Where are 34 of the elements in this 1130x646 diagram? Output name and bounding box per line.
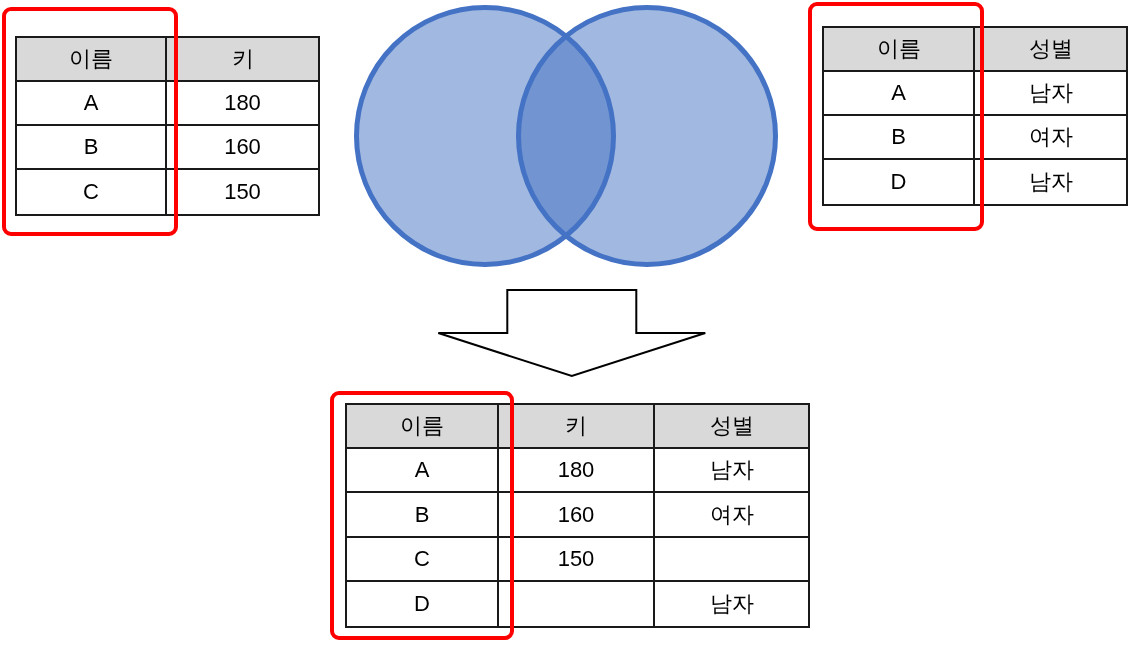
table-cell-text: 남자 xyxy=(708,590,755,618)
table-cell-text: 150 xyxy=(223,178,262,206)
header-cell: 키 xyxy=(499,405,655,449)
data-table xyxy=(345,403,810,628)
data-table xyxy=(15,36,320,216)
header-cell: 성별 xyxy=(655,405,808,449)
data-table xyxy=(822,26,1128,206)
block-arrow xyxy=(437,289,707,378)
table-cell: 160 xyxy=(499,493,655,538)
table-cell: B xyxy=(824,116,975,160)
table-cell: A xyxy=(17,82,167,126)
header-cell: 키 xyxy=(167,38,318,82)
header-cell: 성별 xyxy=(975,28,1126,72)
table-cell: D xyxy=(347,582,499,626)
table-cell: C xyxy=(347,538,499,582)
table-cell: 여자 xyxy=(975,116,1126,160)
table-cell: A xyxy=(347,449,499,493)
table-cell-text: 남자 xyxy=(1027,168,1074,196)
table-cell: 160 xyxy=(167,126,318,170)
table-cell: 여자 xyxy=(655,493,808,538)
table-cell: C xyxy=(17,170,167,214)
header-cell: 이름 xyxy=(347,405,499,449)
table-cell: 남자 xyxy=(655,449,808,493)
table-cell: 180 xyxy=(167,82,318,126)
venn-circle xyxy=(516,5,778,267)
table-cell: 150 xyxy=(499,538,655,582)
header-cell: 이름 xyxy=(824,28,975,72)
table-cell: D xyxy=(824,160,975,204)
table-cell: 남자 xyxy=(975,72,1126,116)
table-cell: B xyxy=(17,126,167,170)
header-cell: 이름 xyxy=(17,38,167,82)
table-cell: A xyxy=(824,72,975,116)
table-cell: B xyxy=(347,493,499,538)
table-cell: 180 xyxy=(499,449,655,493)
